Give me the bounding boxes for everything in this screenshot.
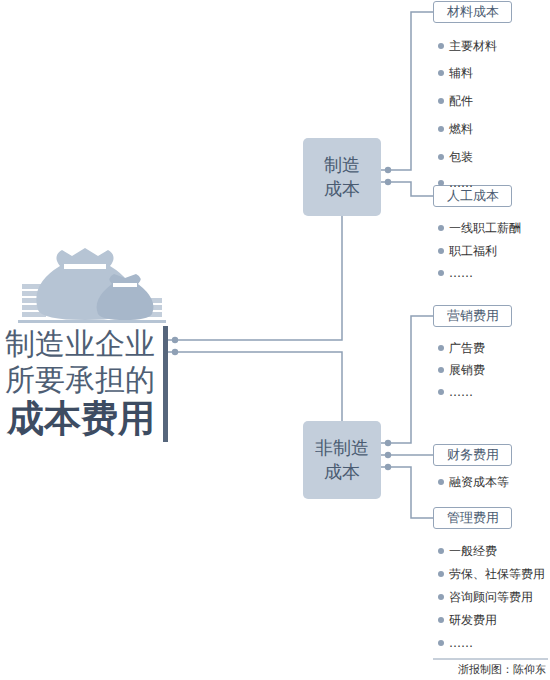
- text-group: 管理费用: [447, 510, 499, 526]
- list-bullet: [438, 617, 444, 623]
- list-bullet: [438, 98, 444, 104]
- connector-line: [381, 467, 433, 518]
- connector-line: [381, 12, 433, 170]
- list-bullet: [438, 345, 444, 351]
- text-line: 成本: [324, 177, 360, 201]
- list-item: 配件: [449, 93, 473, 109]
- text-group: 制造业企业 所要承担的 成本费用: [0, 326, 155, 440]
- subcategory-tab: 材料成本: [433, 1, 512, 23]
- node-text: 人工成本: [447, 188, 499, 204]
- connector-dot: [385, 440, 391, 446]
- list-bullet: [438, 571, 444, 577]
- connector-dot: [385, 452, 391, 458]
- list-item: 研发费用: [449, 612, 497, 628]
- money-bag: [97, 274, 154, 320]
- base-line: [18, 320, 166, 323]
- list-bullet: [438, 389, 444, 395]
- node-text: 制造 成本: [324, 153, 360, 201]
- list-bullet: [438, 154, 444, 160]
- node-text: 制造业企业 所要承担的 成本费用: [0, 326, 155, 440]
- text-line: 成本: [315, 460, 369, 484]
- node-text: 非制造 成本: [315, 436, 369, 484]
- list-item: 劳保、社保等费用: [449, 566, 545, 582]
- list-item: ……: [449, 635, 473, 651]
- bag-tie: [113, 283, 137, 287]
- list-item: 一线职工薪酬: [449, 220, 521, 236]
- list-bullet: [438, 126, 444, 132]
- connector-dot: [172, 337, 178, 343]
- bag-tie: [64, 264, 106, 269]
- text-line: 制造业企业: [0, 326, 155, 362]
- list-item: 职工福利: [449, 243, 497, 259]
- list-item: 辅料: [449, 65, 473, 81]
- connector-dot: [385, 179, 391, 185]
- node-text: 营销费用: [447, 308, 499, 324]
- root-heading: 制造业企业 所要承担的 成本费用: [0, 326, 168, 442]
- list-bullet: [438, 225, 444, 231]
- connector-dot: [172, 349, 178, 355]
- text-line: 非制造: [315, 436, 369, 460]
- list-item: 展销费: [449, 362, 485, 378]
- text-group: 营销费用: [447, 308, 499, 324]
- text-line: 所要承担的: [0, 362, 155, 398]
- node-text: 管理费用: [447, 510, 499, 526]
- list-bullet: [438, 180, 444, 186]
- list-bullet: [438, 640, 444, 646]
- credit-caption: 浙报制图：陈仰东: [458, 663, 546, 677]
- list-bullet: [438, 43, 444, 49]
- list-item: 广告费: [449, 340, 485, 356]
- list-item: 咨询顾问等费用: [449, 589, 533, 605]
- list-bullet: [438, 479, 444, 485]
- text-group: 材料成本: [447, 4, 499, 20]
- node-text: 材料成本: [447, 4, 499, 20]
- text-line: 成本费用: [0, 398, 155, 440]
- text-group: 财务费用: [447, 447, 499, 463]
- connector-dot: [385, 167, 391, 173]
- node-text: 财务费用: [447, 447, 499, 463]
- connector-dot: [385, 464, 391, 470]
- list-bullet: [438, 270, 444, 276]
- subcategory-tab: 管理费用: [433, 507, 512, 529]
- text-group: 非制造 成本: [315, 436, 369, 484]
- list-bullet: [438, 594, 444, 600]
- connector-line: [168, 352, 342, 421]
- caption-rule: [433, 659, 548, 660]
- text-group: 人工成本: [447, 188, 499, 204]
- list-item: 一般经费: [449, 543, 497, 559]
- list-item: 融资成本等: [449, 474, 509, 490]
- connector-line: [381, 316, 433, 443]
- category-box: 非制造 成本: [303, 421, 381, 499]
- list-item: ……: [449, 384, 473, 400]
- list-bullet: [438, 70, 444, 76]
- list-bullet: [438, 367, 444, 373]
- category-box: 制造 成本: [303, 138, 381, 216]
- connector-line: [168, 216, 342, 340]
- list-item: 主要材料: [449, 38, 497, 54]
- subcategory-tab: 财务费用: [433, 444, 512, 466]
- money-icon: [18, 248, 166, 323]
- subcategory-tab: 营销费用: [433, 305, 512, 327]
- list-item: ……: [449, 175, 473, 191]
- list-bullet: [438, 548, 444, 554]
- list-item: 燃料: [449, 121, 473, 137]
- list-item: ……: [449, 265, 473, 281]
- list-item: 包装: [449, 149, 473, 165]
- text-line: 制造: [324, 153, 360, 177]
- text-group: 制造 成本: [324, 153, 360, 201]
- list-bullet: [438, 248, 444, 254]
